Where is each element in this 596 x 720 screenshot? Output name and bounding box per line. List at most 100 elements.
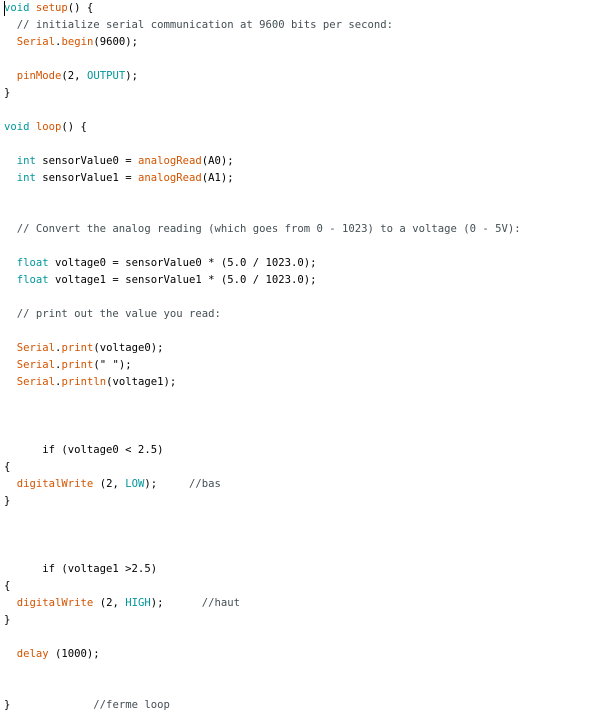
code-token: (2, xyxy=(93,597,126,609)
code-token: LOW xyxy=(125,478,145,490)
code-token: analogRead xyxy=(137,172,202,184)
code-token: if (voltage1 >2.5) xyxy=(4,563,158,575)
code-line[interactable] xyxy=(4,391,596,408)
code-line[interactable]: } //ferme loop xyxy=(4,697,596,714)
code-line[interactable] xyxy=(4,527,596,544)
code-token: sensorValue0 = xyxy=(35,155,138,167)
code-token: void xyxy=(4,121,30,133)
code-line[interactable] xyxy=(4,544,596,561)
code-token: Serial xyxy=(16,376,56,388)
code-token xyxy=(4,359,17,371)
code-token: print xyxy=(61,359,94,371)
code-token: digitalWrite xyxy=(16,478,94,490)
code-token: voltage1 = sensorValue1 * (5.0 / 1023.0)… xyxy=(48,274,317,286)
code-token: void xyxy=(4,2,30,14)
code-token xyxy=(4,155,17,167)
code-line[interactable]: // Convert the analog reading (which goe… xyxy=(4,221,596,238)
code-token xyxy=(4,376,17,388)
code-token: } xyxy=(4,614,11,626)
code-line[interactable]: delay (1000); xyxy=(4,646,596,663)
code-token: ); xyxy=(150,597,164,609)
code-token: } xyxy=(4,87,11,99)
code-token: sensorValue1 = xyxy=(35,172,138,184)
code-line[interactable]: // initialize serial communication at 96… xyxy=(4,17,596,34)
code-line[interactable]: digitalWrite (2, LOW); //bas xyxy=(4,476,596,493)
code-line[interactable] xyxy=(4,102,596,119)
code-line[interactable] xyxy=(4,238,596,255)
code-line[interactable]: Serial.print(" "); xyxy=(4,357,596,374)
code-line[interactable]: // print out the value you read: xyxy=(4,306,596,323)
code-token: OUTPUT xyxy=(86,70,126,82)
code-token: (A1); xyxy=(201,172,234,184)
code-token: Serial xyxy=(16,359,56,371)
code-line[interactable]: digitalWrite (2, HIGH); //haut xyxy=(4,595,596,612)
code-line[interactable]: float voltage1 = sensorValue1 * (5.0 / 1… xyxy=(4,272,596,289)
code-line[interactable]: } xyxy=(4,85,596,102)
code-token: (2, xyxy=(93,478,126,490)
code-line[interactable]: int sensorValue0 = analogRead(A0); xyxy=(4,153,596,170)
code-line[interactable] xyxy=(4,510,596,527)
code-token: } xyxy=(4,699,11,711)
code-line[interactable]: int sensorValue1 = analogRead(A1); xyxy=(4,170,596,187)
code-token: Serial xyxy=(16,342,56,354)
code-token: . xyxy=(55,376,62,388)
code-line[interactable]: void setup() { xyxy=(4,0,596,17)
code-line[interactable] xyxy=(4,51,596,68)
code-line[interactable]: { xyxy=(4,459,596,476)
code-line[interactable] xyxy=(4,136,596,153)
code-token: (" "); xyxy=(93,359,132,371)
code-token: } xyxy=(4,495,11,507)
code-token: { xyxy=(4,461,11,473)
code-line[interactable]: Serial.print(voltage0); xyxy=(4,340,596,357)
code-token: (2, xyxy=(61,70,87,82)
code-line[interactable]: } xyxy=(4,612,596,629)
code-token: . xyxy=(55,359,62,371)
code-area[interactable]: void setup() { // initialize serial comm… xyxy=(4,0,596,714)
code-token: ); xyxy=(125,70,138,82)
code-token: . xyxy=(55,342,62,354)
code-token: //bas xyxy=(157,478,221,490)
code-line[interactable]: float voltage0 = sensorValue0 * (5.0 / 1… xyxy=(4,255,596,272)
code-token: float xyxy=(16,274,49,286)
code-line[interactable]: void loop() { xyxy=(4,119,596,136)
code-token xyxy=(4,478,17,490)
code-line[interactable] xyxy=(4,408,596,425)
code-line[interactable]: Serial.begin(9600); xyxy=(4,34,596,51)
text-caret xyxy=(4,1,5,16)
code-token: // print out the value you read: xyxy=(4,308,221,320)
code-token xyxy=(4,274,17,286)
code-line[interactable]: { xyxy=(4,578,596,595)
code-token: (voltage0); xyxy=(93,342,164,354)
code-line[interactable]: if (voltage1 >2.5) xyxy=(4,561,596,578)
code-token: . xyxy=(55,36,62,48)
code-token: digitalWrite xyxy=(16,597,94,609)
code-token: analogRead xyxy=(137,155,202,167)
code-token xyxy=(4,36,17,48)
code-token xyxy=(4,70,17,82)
code-token: ); xyxy=(144,478,158,490)
code-line[interactable] xyxy=(4,663,596,680)
code-line[interactable] xyxy=(4,629,596,646)
code-line[interactable]: if (voltage0 < 2.5) xyxy=(4,442,596,459)
code-token: print xyxy=(61,342,94,354)
code-line[interactable] xyxy=(4,425,596,442)
code-token xyxy=(4,648,17,660)
code-token: float xyxy=(16,257,49,269)
code-token xyxy=(4,597,17,609)
code-token: int xyxy=(16,155,36,167)
code-token: Serial xyxy=(16,36,56,48)
code-line[interactable]: } xyxy=(4,493,596,510)
code-line[interactable]: Serial.println(voltage1); xyxy=(4,374,596,391)
code-line[interactable] xyxy=(4,289,596,306)
code-token: if (voltage0 < 2.5) xyxy=(4,444,164,456)
code-token: (9600); xyxy=(93,36,138,48)
code-line[interactable] xyxy=(4,204,596,221)
code-token: (1000); xyxy=(48,648,100,660)
code-token: // Convert the analog reading (which goe… xyxy=(4,223,521,235)
code-line[interactable] xyxy=(4,187,596,204)
code-token: setup xyxy=(35,2,68,14)
code-line[interactable] xyxy=(4,680,596,697)
code-line[interactable] xyxy=(4,323,596,340)
code-line[interactable]: pinMode(2, OUTPUT); xyxy=(4,68,596,85)
